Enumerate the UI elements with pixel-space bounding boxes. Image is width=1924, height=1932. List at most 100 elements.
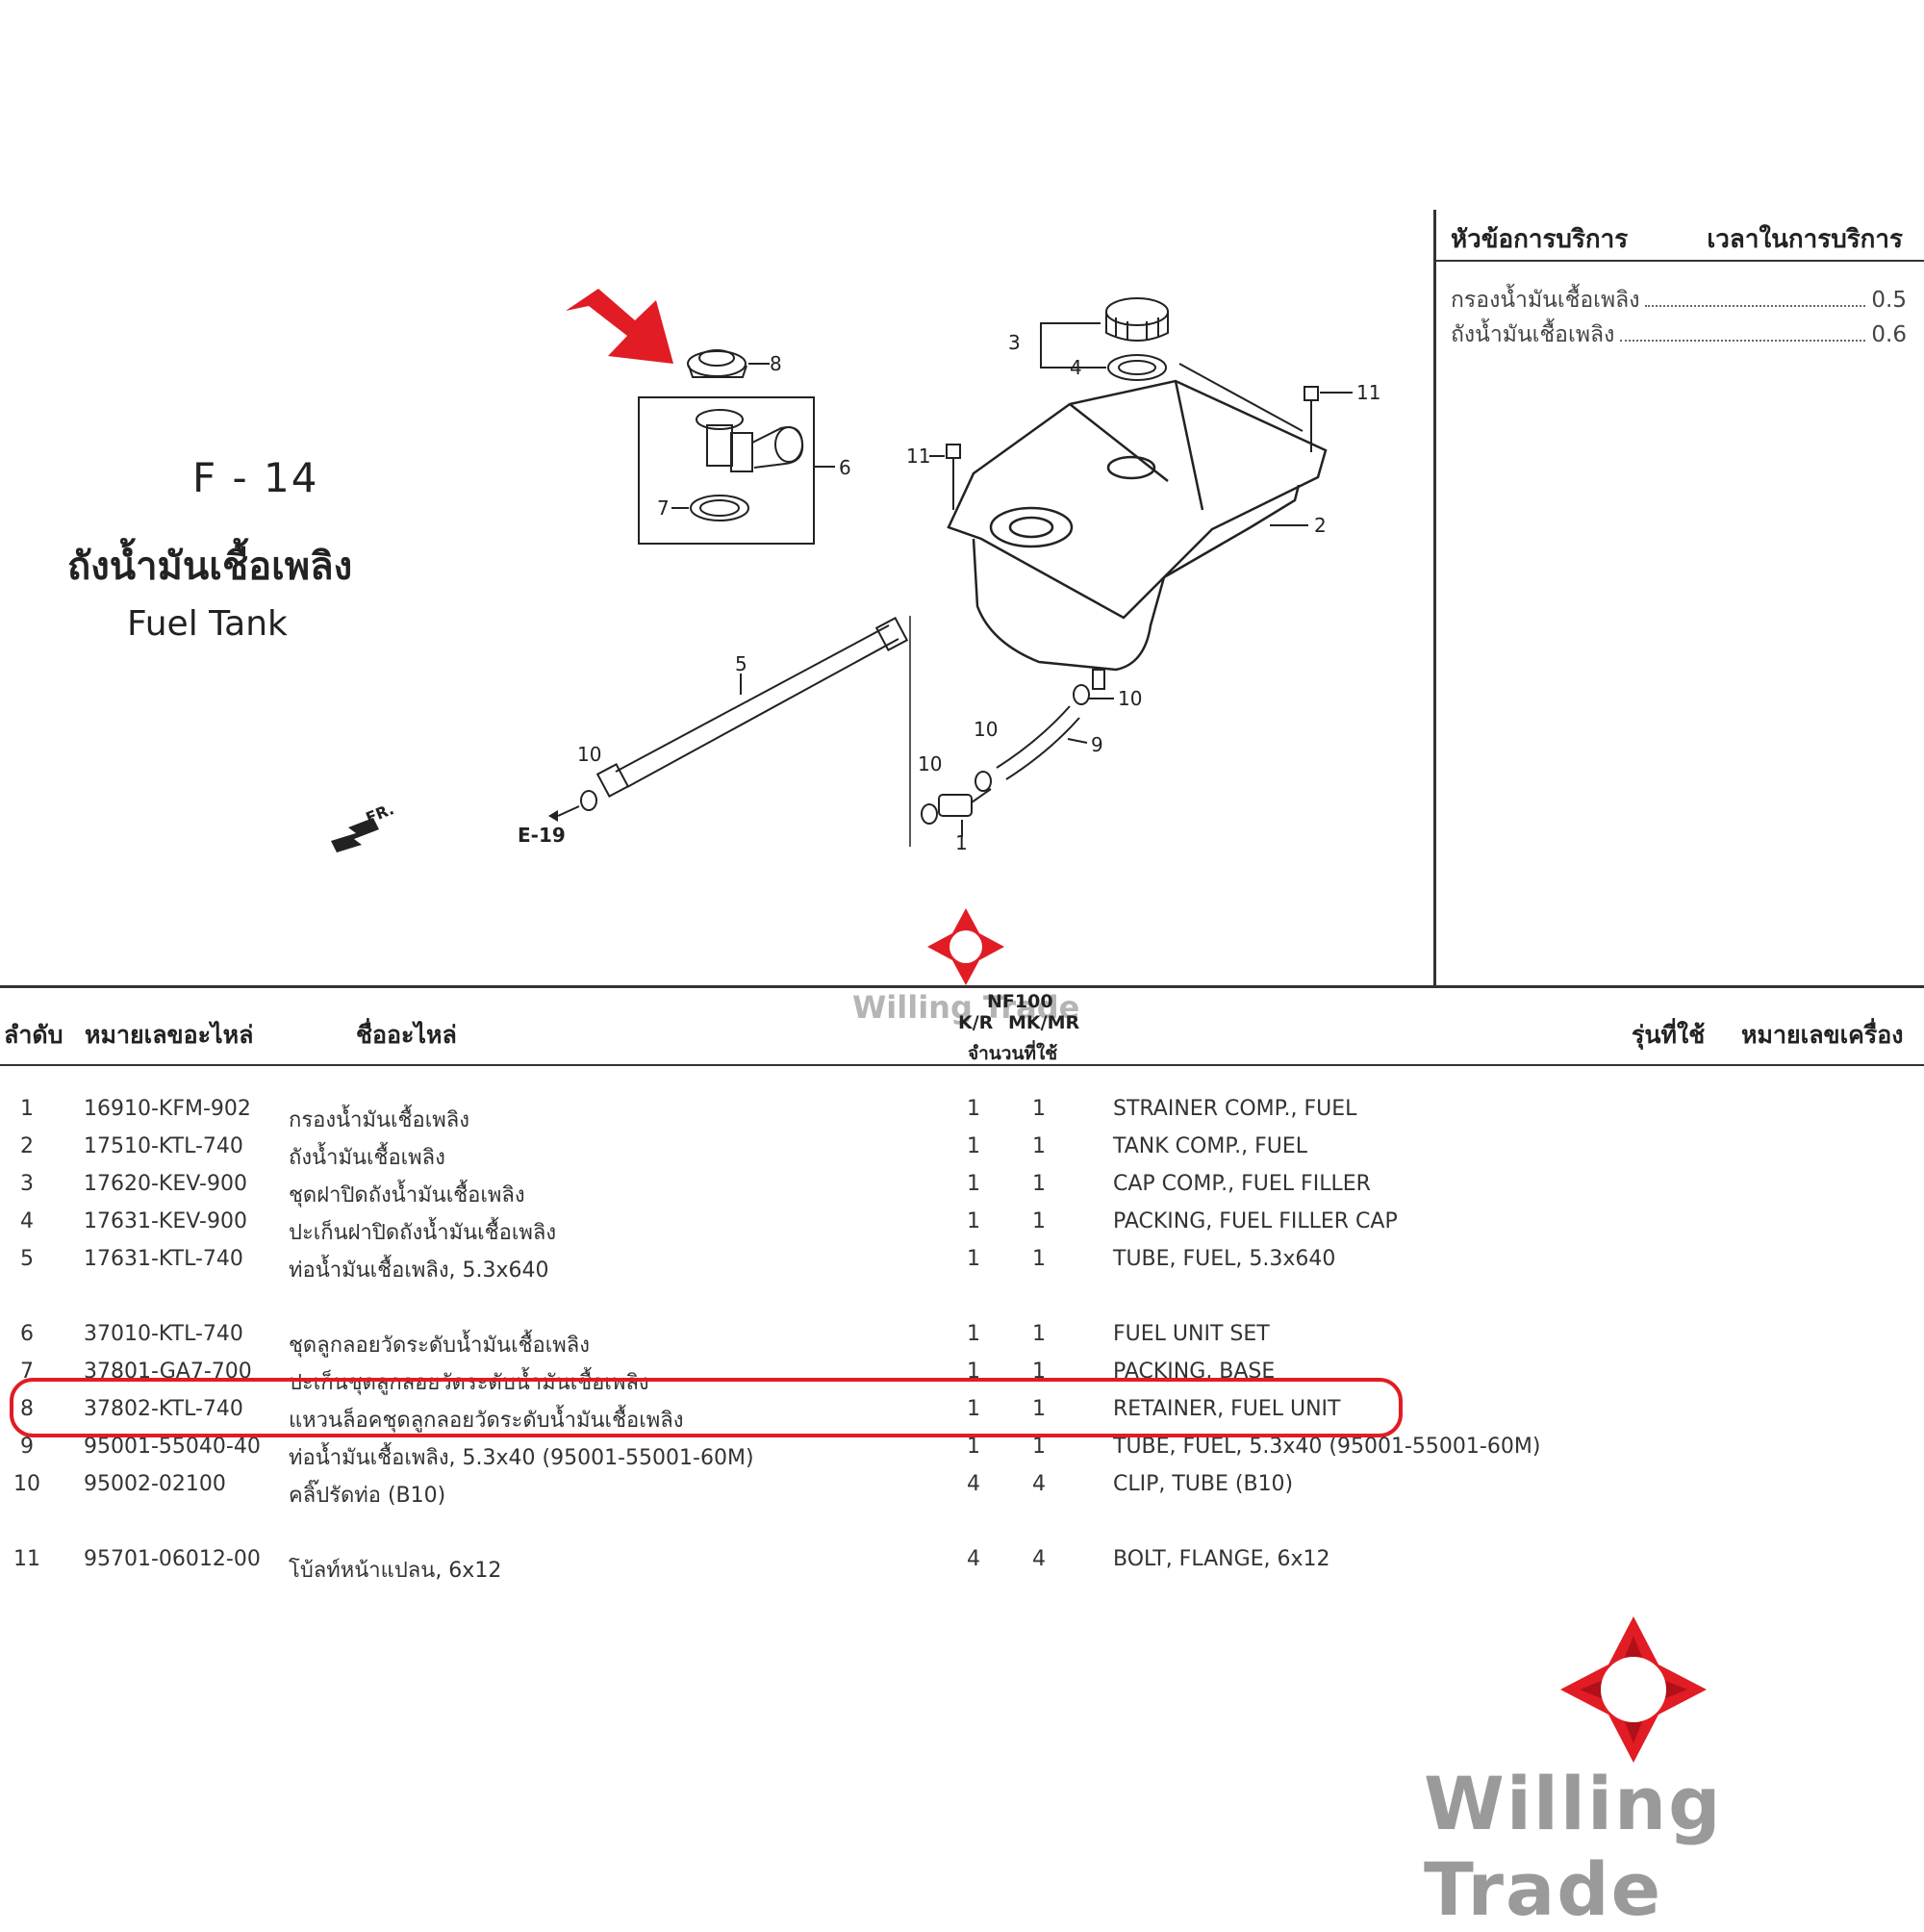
fuel-unit-box [638, 396, 815, 545]
fuel-cap-part-3 [1105, 297, 1169, 342]
retainer-part-8 [687, 349, 747, 378]
e19-arrow [548, 810, 558, 822]
service-time-header: เวลาในการบริการ [1707, 225, 1903, 254]
part-name-thai: ปะเก็นฝาปิดถังน้ำมันเชื้อเพลิง [289, 1221, 557, 1245]
qty-kr: 1 [967, 1247, 980, 1271]
qty-mkmr: 1 [1032, 1134, 1046, 1158]
qty-kr: 1 [967, 1360, 980, 1384]
header-engine-no: หมายเลขเครื่อง [1741, 1021, 1904, 1049]
qty-mkmr: 1 [1032, 1209, 1046, 1233]
item-no: 3 [20, 1172, 34, 1196]
callout-label: 9 [1091, 733, 1103, 756]
callout-label: 10 [918, 752, 943, 775]
table-row: 1 16910-KFM-902 กรองน้ำมันเชื้อเพลิง 1 1… [0, 1091, 1924, 1132]
bolt-part-11 [946, 444, 961, 510]
part-name-thai: โบ้ลท์หน้าแปลน, 6x12 [289, 1559, 502, 1583]
item-no: 7 [20, 1360, 34, 1384]
qty-mkmr: 1 [1032, 1435, 1046, 1459]
willing-trade-logo-small [927, 908, 1004, 985]
qty-kr: 1 [967, 1209, 980, 1233]
table-row: 9 95001-55040-40 ท่อน้ำมันเชื้อเพลิง, 5.… [0, 1429, 1924, 1470]
table-top-rule [0, 985, 1924, 988]
header-model-used: รุ่นที่ใช้ [1632, 1021, 1706, 1049]
part-number: 37802-KTL-740 [84, 1397, 243, 1421]
part-name-thai: ชุดลูกลอยวัดระดับน้ำมันเชื้อเพลิง [289, 1334, 590, 1358]
qty-kr: 1 [967, 1134, 980, 1158]
fuel-tube-part-5 [595, 617, 909, 798]
part-name-thai: คลิ๊ปรัดท่อ (B10) [289, 1484, 446, 1508]
item-no: 5 [20, 1247, 34, 1271]
item-no: 2 [20, 1134, 34, 1158]
fuel-tank-part-2 [947, 379, 1328, 672]
highlight-outline-row-8 [10, 1378, 1403, 1437]
table-row: 4 17631-KEV-900 ปะเก็นฝาปิดถังน้ำมันเชื้… [0, 1204, 1924, 1245]
header-qty: จำนวนที่ใช้ [968, 1043, 1058, 1064]
service-time: 0.5 [1871, 288, 1907, 313]
table-row: 5 17631-KTL-740 ท่อน้ำมันเชื้อเพลิง, 5.3… [0, 1241, 1924, 1283]
qty-kr: 1 [967, 1322, 980, 1346]
callout-label: 6 [839, 456, 851, 479]
qty-kr: 4 [967, 1547, 980, 1571]
item-no: 11 [13, 1547, 40, 1571]
callout-label: 10 [974, 718, 999, 741]
part-number: 16910-KFM-902 [84, 1097, 251, 1121]
qty-kr: 4 [967, 1472, 980, 1496]
part-name-thai: ถังน้ำมันเชื้อเพลิง [289, 1146, 445, 1170]
front-direction-arrow [331, 818, 379, 852]
item-no: 6 [20, 1322, 34, 1346]
table-row: 10 95002-02100 คลิ๊ปรัดท่อ (B10) 4 4 CLI… [0, 1466, 1924, 1508]
callout-label: 1 [955, 831, 968, 854]
part-number: 95701-06012-00 [84, 1547, 261, 1571]
part-name-english: RETAINER, FUEL UNIT [1113, 1397, 1341, 1421]
service-topic-header: หัวข้อการบริการ [1451, 225, 1629, 254]
header-no: ลำดับ [4, 1021, 63, 1049]
part-name-thai: แหวนล็อคชุดลูกลอยวัดระดับน้ำมันเชื้อเพลิ… [289, 1409, 684, 1433]
header-model: NF100 [987, 991, 1053, 1012]
leader-dots [1620, 340, 1866, 342]
qty-mkmr: 4 [1032, 1547, 1046, 1571]
qty-mkmr: 1 [1032, 1322, 1046, 1346]
service-time: 0.6 [1871, 322, 1907, 347]
service-row: ถังน้ำมันเชื้อเพลิง 0.6 [1451, 318, 1907, 352]
tube-part-9 [996, 705, 1080, 780]
callout-label: 2 [1314, 514, 1327, 537]
qty-mkmr: 4 [1032, 1472, 1046, 1496]
section-title-thai: ถังน้ำมันเชื้อเพลิง [67, 545, 353, 589]
callout-label: 10 [1118, 687, 1143, 710]
clip-part-10 [921, 803, 938, 825]
part-name-english: BOLT, FLANGE, 6x12 [1113, 1547, 1330, 1571]
part-name-english: TUBE, FUEL, 5.3x40 (95001-55001-60M) [1113, 1435, 1541, 1459]
part-number: 95001-55040-40 [84, 1435, 261, 1459]
part-name-english: CLIP, TUBE (B10) [1113, 1472, 1294, 1496]
service-header-divider [1435, 260, 1924, 262]
callout-label: 11 [1356, 381, 1381, 404]
willing-trade-logo-large [1560, 1616, 1707, 1763]
fuel-unit-part-6 [696, 409, 804, 472]
watermark-brand-small: Willing Trade [852, 989, 1080, 1026]
section-title-english: Fuel Tank [127, 604, 288, 644]
callout-label: 5 [735, 652, 747, 675]
part-name-english: FUEL UNIT SET [1113, 1322, 1270, 1346]
strainer-part-1 [938, 788, 992, 817]
callout-label: 7 [657, 496, 670, 520]
table-row-highlighted: 8 37802-KTL-740 แหวนล็อคชุดลูกลอยวัดระดั… [0, 1391, 1924, 1433]
qty-mkmr: 1 [1032, 1097, 1046, 1121]
header-part-no: หมายเลขอะไหล่ [85, 1021, 254, 1049]
table-row: 11 95701-06012-00 โบ้ลท์หน้าแปลน, 6x12 4… [0, 1541, 1924, 1583]
service-row: กรองน้ำมันเชื้อเพลิง 0.5 [1451, 283, 1907, 318]
header-kr: K/R [958, 1012, 994, 1033]
leader-dots [1645, 305, 1866, 307]
clip-part-10 [1073, 684, 1090, 705]
table-row: 3 17620-KEV-900 ชุดฝาปิดถังน้ำมันเชื้อเพ… [0, 1166, 1924, 1208]
item-no: 10 [13, 1472, 40, 1496]
part-name-english: PACKING, FUEL FILLER CAP [1113, 1209, 1398, 1233]
qty-kr: 1 [967, 1435, 980, 1459]
clip-part-10 [580, 790, 597, 811]
part-number: 95002-02100 [84, 1472, 226, 1496]
callout-label: 3 [1008, 331, 1021, 354]
reference-code: E-19 [518, 824, 566, 847]
part-name-thai: กรองน้ำมันเชื้อเพลิง [289, 1108, 469, 1132]
part-name-thai: ท่อน้ำมันเชื้อเพลิง, 5.3x640 [289, 1258, 549, 1283]
qty-mkmr: 1 [1032, 1247, 1046, 1271]
part-name-thai: ท่อน้ำมันเชื้อเพลิง, 5.3x40 (95001-55001… [289, 1446, 754, 1470]
